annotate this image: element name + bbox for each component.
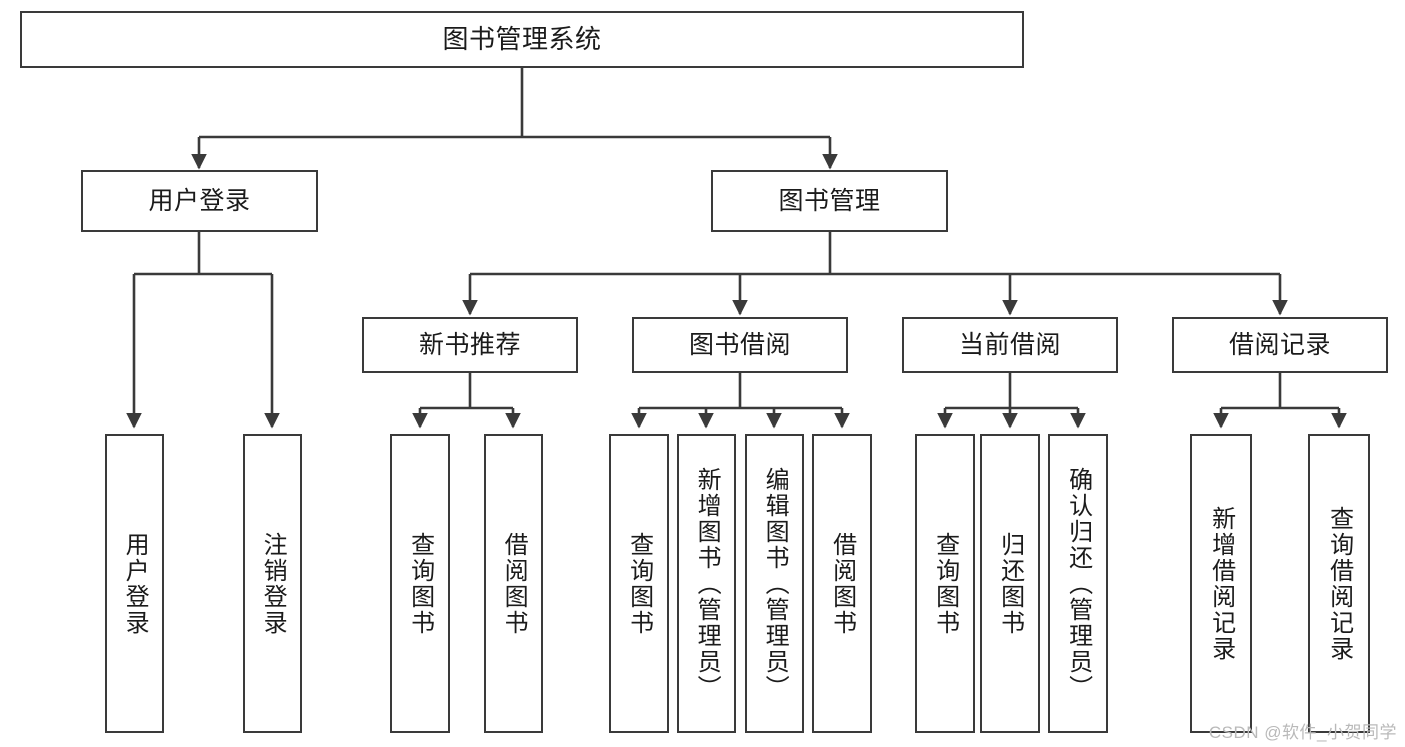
node-borrowing-record[interactable]: 借阅记录 bbox=[1172, 317, 1388, 373]
leaf-user-login[interactable]: 用户登录 bbox=[105, 434, 164, 733]
node-label: 确认归还（管理员） bbox=[1064, 466, 1092, 701]
node-label: 查询图书 bbox=[625, 531, 653, 636]
node-label: 借阅记录 bbox=[1228, 331, 1331, 359]
leaf-borrow-books-new[interactable]: 借阅图书 bbox=[484, 434, 543, 733]
leaf-query-borrow-record[interactable]: 查询借阅记录 bbox=[1308, 434, 1370, 733]
leaf-return-books[interactable]: 归还图书 bbox=[980, 434, 1040, 733]
node-label: 用户登录 bbox=[148, 187, 251, 215]
leaf-add-borrow-record[interactable]: 新增借阅记录 bbox=[1190, 434, 1252, 733]
node-root-book-management-system[interactable]: 图书管理系统 bbox=[20, 11, 1024, 68]
node-label: 查询图书 bbox=[406, 531, 434, 636]
node-label: 查询图书 bbox=[931, 531, 959, 636]
node-label: 归还图书 bbox=[996, 531, 1024, 636]
leaf-logout[interactable]: 注销登录 bbox=[243, 434, 302, 733]
leaf-query-books-current[interactable]: 查询图书 bbox=[915, 434, 975, 733]
node-label: 当前借阅 bbox=[958, 331, 1061, 359]
node-label: 图书管理 bbox=[778, 187, 881, 215]
node-label: 借阅图书 bbox=[828, 531, 856, 636]
node-current-borrowing[interactable]: 当前借阅 bbox=[902, 317, 1118, 373]
node-label: 图书管理系统 bbox=[442, 23, 602, 54]
node-label: 新书推荐 bbox=[418, 331, 521, 359]
leaf-query-books-new[interactable]: 查询图书 bbox=[390, 434, 450, 733]
node-label: 新增借阅记录 bbox=[1207, 505, 1235, 662]
node-label: 注销登录 bbox=[259, 531, 287, 636]
leaf-add-book-admin[interactable]: 新增图书（管理员） bbox=[677, 434, 736, 733]
node-new-book-recommendation[interactable]: 新书推荐 bbox=[362, 317, 578, 373]
node-book-management[interactable]: 图书管理 bbox=[711, 170, 948, 232]
node-label: 新增图书（管理员） bbox=[693, 466, 721, 701]
node-book-borrowing[interactable]: 图书借阅 bbox=[632, 317, 848, 373]
leaf-edit-book-admin[interactable]: 编辑图书（管理员） bbox=[745, 434, 804, 733]
csdn-watermark: CSDN @软件_小贺同学 bbox=[1208, 723, 1397, 742]
node-label: 编辑图书（管理员） bbox=[761, 466, 789, 701]
leaf-borrow-books[interactable]: 借阅图书 bbox=[812, 434, 872, 733]
node-user-login[interactable]: 用户登录 bbox=[81, 170, 318, 232]
node-label: 用户登录 bbox=[121, 531, 149, 636]
leaf-confirm-return-admin[interactable]: 确认归还（管理员） bbox=[1048, 434, 1108, 733]
node-label: 借阅图书 bbox=[500, 531, 528, 636]
node-label: 图书借阅 bbox=[688, 331, 791, 359]
node-label: 查询借阅记录 bbox=[1325, 505, 1353, 662]
leaf-query-books[interactable]: 查询图书 bbox=[609, 434, 669, 733]
